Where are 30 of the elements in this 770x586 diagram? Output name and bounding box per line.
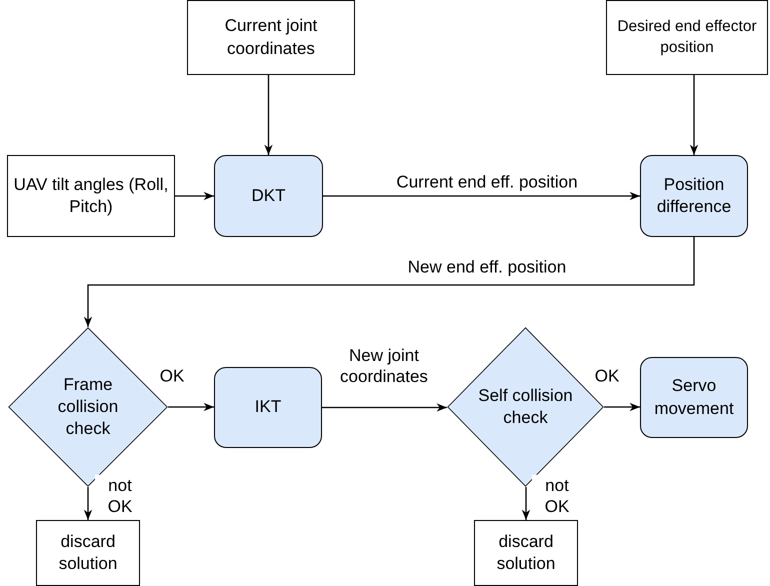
node-text: Position difference — [656, 174, 732, 218]
process-box — [7, 155, 175, 237]
node-text: IKT — [254, 396, 282, 418]
arrow — [264, 75, 273, 155]
node-text: Frame collision check — [56, 374, 120, 440]
process-box — [640, 155, 748, 237]
node-text: Current joint coordinates — [224, 15, 318, 60]
node-text: DKT — [252, 184, 286, 207]
arrow — [175, 192, 214, 200]
arrow — [322, 403, 447, 412]
node-text: Desired end effector position — [616, 17, 758, 58]
arrow — [604, 402, 640, 412]
arrow — [323, 192, 640, 200]
process-box — [640, 357, 748, 438]
arrow — [84, 487, 92, 520]
node-text: Self collision check — [477, 384, 574, 429]
arrow — [168, 402, 214, 412]
process-box — [214, 367, 322, 448]
process-box — [187, 0, 355, 75]
arrow — [522, 487, 530, 520]
node-text: discard solution — [496, 530, 556, 575]
arrow — [84, 237, 695, 327]
process-box — [36, 520, 140, 586]
node-text: Servo movement — [653, 375, 735, 420]
node-text: UAV tilt angles (Roll, Pitch) — [12, 174, 170, 218]
process-box — [214, 155, 323, 237]
process-box — [474, 520, 578, 586]
node-text: discard solution — [58, 530, 118, 575]
process-box — [606, 0, 768, 75]
arrow — [690, 75, 698, 155]
